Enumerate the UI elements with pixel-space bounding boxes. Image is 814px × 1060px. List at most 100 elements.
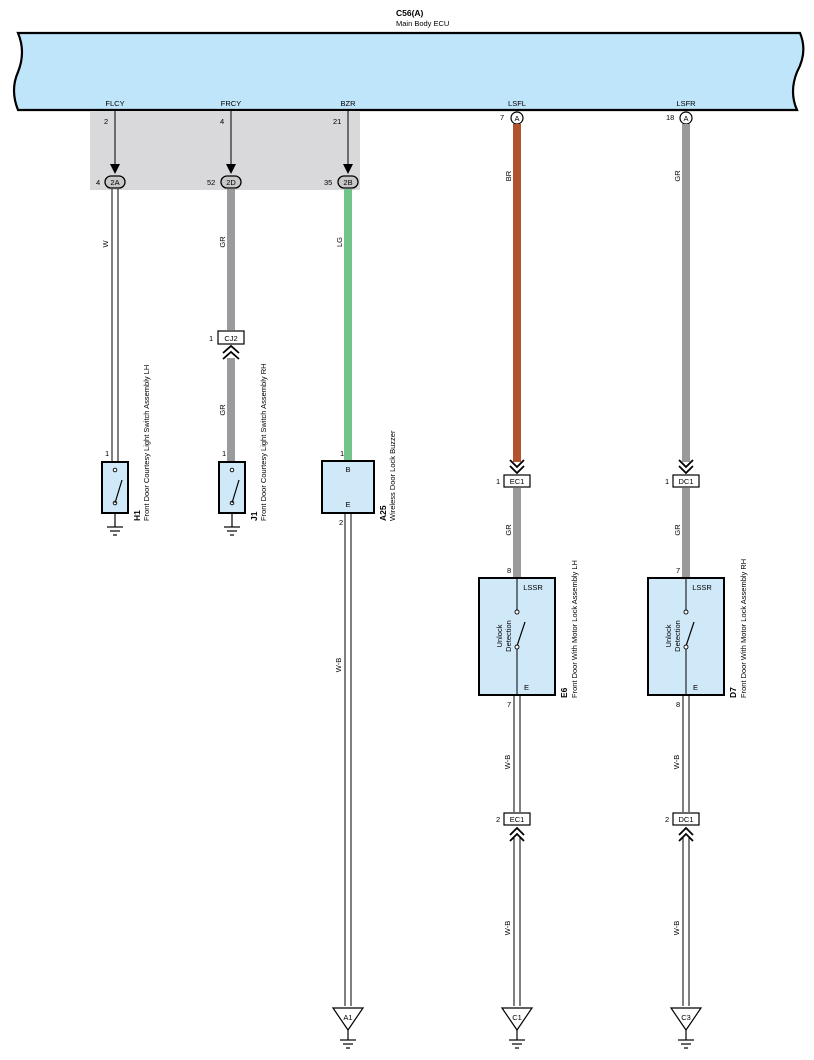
ecu-code: C56(A) bbox=[396, 8, 424, 18]
j1-pin: 1 bbox=[222, 449, 226, 458]
ec1-bottom-chevrons bbox=[509, 826, 525, 842]
inline-connector-ec1-bottom bbox=[503, 812, 531, 826]
j1-code: J1 bbox=[249, 511, 259, 521]
inline-connector-dc1-top bbox=[672, 474, 700, 488]
a25-code: A25 bbox=[378, 505, 388, 521]
j1-name: Front Door Courtesy Light Switch Assembl… bbox=[259, 363, 268, 521]
a25-pin-top: 1 bbox=[340, 449, 344, 458]
ecu-signal-bzr: BZR bbox=[341, 99, 357, 108]
a25-pin-bottom-label: E bbox=[345, 500, 350, 509]
a25-pin-top-label: B bbox=[345, 465, 350, 474]
e6-pin-bottom: 7 bbox=[507, 700, 511, 709]
e6-switch-blade bbox=[516, 621, 526, 647]
junction-2d bbox=[220, 175, 242, 189]
frcy-arrow bbox=[226, 164, 236, 174]
e6-inner-label-2: Detection bbox=[504, 620, 513, 652]
ec1-top-chevrons bbox=[509, 459, 525, 475]
d7-pin-top: 7 bbox=[676, 566, 680, 575]
inline-connector-ec1-top bbox=[503, 474, 531, 488]
h1-switch-blade bbox=[114, 479, 123, 504]
wire-label-gr-1: GR bbox=[218, 236, 227, 248]
e6-name: Front Door With Motor Lock Assembly LH bbox=[570, 560, 579, 698]
lsfl-connector-a-label: A bbox=[514, 114, 519, 123]
ecu-pin-flcy: 2 bbox=[104, 117, 108, 126]
ground-label-c1: C1 bbox=[512, 1013, 522, 1022]
ecu-signal-flcy: FLCY bbox=[105, 99, 124, 108]
ecu-signal-frcy: FRCY bbox=[221, 99, 241, 108]
wire-label-wb-3: W-B bbox=[503, 921, 512, 935]
dc1-top-chevrons bbox=[678, 459, 694, 475]
e6-contact-bottom bbox=[514, 644, 520, 650]
wire-label-br: BR bbox=[504, 170, 513, 181]
flcy-arrow bbox=[110, 164, 120, 174]
dc1-top-code: DC1 bbox=[678, 477, 693, 486]
d7-inner-label-1: Unlock bbox=[664, 624, 673, 647]
a25-buzzer-body bbox=[321, 460, 375, 514]
junction-2b-pin: 35 bbox=[324, 178, 332, 187]
dc1-bottom-code: DC1 bbox=[678, 815, 693, 824]
d7-contact-top bbox=[683, 609, 689, 615]
ec1-bottom-pin: 2 bbox=[496, 815, 500, 824]
ecu-body bbox=[12, 31, 805, 112]
ground-point-c3 bbox=[669, 1007, 703, 1032]
ec1-bottom-code: EC1 bbox=[510, 815, 525, 824]
a25-name: Wireless Door Lock Buzzer bbox=[388, 430, 397, 521]
d7-switch-blade bbox=[685, 621, 695, 647]
d7-pin-top-label: LSSR bbox=[692, 583, 712, 592]
j1-switch-blade bbox=[231, 479, 240, 504]
h1-pin: 1 bbox=[105, 449, 109, 458]
wire-label-w: W bbox=[101, 240, 110, 248]
dc1-top-pin: 1 bbox=[665, 477, 669, 486]
e6-pin-top: 8 bbox=[507, 566, 511, 575]
ecu-pin-bzr: 21 bbox=[333, 117, 341, 126]
cj2-chevrons bbox=[222, 344, 240, 360]
ecu-signal-lsfr: LSFR bbox=[676, 99, 696, 108]
d7-contact-bottom bbox=[683, 644, 689, 650]
wire-label-gr-3: GR bbox=[504, 524, 513, 536]
ec1-top-pin: 1 bbox=[496, 477, 500, 486]
h1-contact-top bbox=[112, 467, 118, 473]
e6-inner-label-1: Unlock bbox=[495, 624, 504, 647]
lsfr-connector-a-label: A bbox=[683, 114, 688, 123]
ecu-pin-frcy: 4 bbox=[220, 117, 224, 126]
ground-label-c3: C3 bbox=[681, 1013, 691, 1022]
bzr-arrow bbox=[343, 164, 353, 174]
junction-2d-pin: 52 bbox=[207, 178, 215, 187]
inline-connector-dc1-bottom bbox=[672, 812, 700, 826]
ecu-pin-lsfl: 7 bbox=[500, 113, 504, 122]
wire-label-gr-2: GR bbox=[218, 404, 227, 416]
junction-2a bbox=[104, 175, 126, 189]
cj2-code: CJ2 bbox=[224, 334, 237, 343]
e6-pin-bottom-label: E bbox=[524, 683, 529, 692]
ecu-name: Main Body ECU bbox=[396, 19, 449, 28]
wire-label-lg: LG bbox=[335, 237, 344, 247]
ground-point-c1 bbox=[500, 1007, 534, 1032]
dc1-bottom-pin: 2 bbox=[665, 815, 669, 824]
d7-pin-bottom-label: E bbox=[693, 683, 698, 692]
junction-2d-code: 2D bbox=[226, 178, 236, 187]
ground-label-a1: A1 bbox=[343, 1013, 352, 1022]
h1-code: H1 bbox=[132, 510, 142, 521]
wire-label-wb-2: W-B bbox=[503, 755, 512, 769]
h1-name: Front Door Courtesy Light Switch Assembl… bbox=[142, 365, 151, 521]
dc1-bottom-chevrons bbox=[678, 826, 694, 842]
wire-label-wb-4: W-B bbox=[672, 755, 681, 769]
e6-pin-top-label: LSSR bbox=[523, 583, 543, 592]
ground-point-a1 bbox=[331, 1007, 365, 1032]
ecu-signal-lsfl: LSFL bbox=[508, 99, 526, 108]
cj2-pin: 1 bbox=[209, 334, 213, 343]
wire-label-gr-4: GR bbox=[673, 170, 682, 182]
a25-pin-bottom: 2 bbox=[339, 518, 343, 527]
junction-2b-code: 2B bbox=[343, 178, 352, 187]
d7-code: D7 bbox=[728, 687, 738, 698]
wire-label-wb-5: W-B bbox=[672, 921, 681, 935]
junction-2a-code: 2A bbox=[110, 178, 119, 187]
inline-connector-cj2 bbox=[217, 330, 245, 345]
ec1-top-code: EC1 bbox=[510, 477, 525, 486]
ecu-pin-lsfr: 18 bbox=[666, 113, 674, 122]
d7-inner-label-2: Detection bbox=[673, 620, 682, 652]
junction-2a-pin: 4 bbox=[96, 178, 100, 187]
wire-label-gr-5: GR bbox=[673, 524, 682, 536]
j1-contact-top bbox=[229, 467, 235, 473]
